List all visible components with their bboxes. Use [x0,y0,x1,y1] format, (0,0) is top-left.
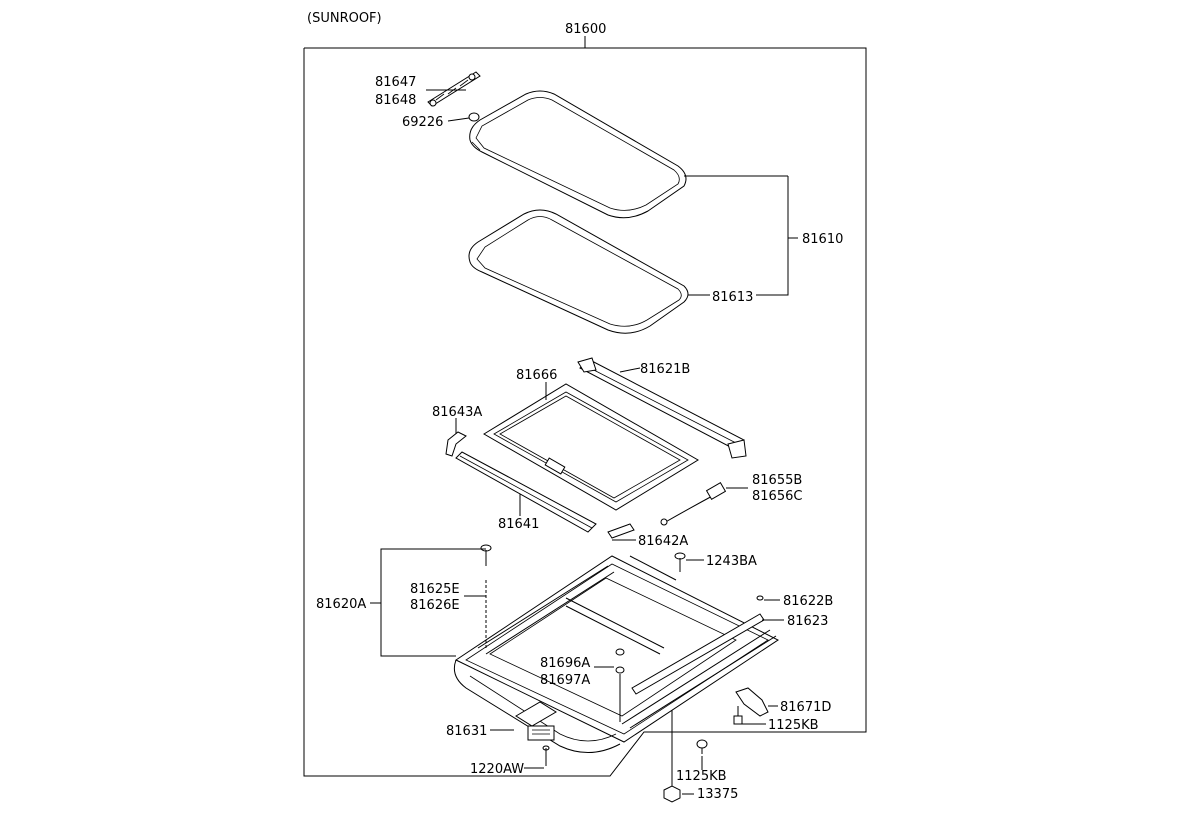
part-label-81613[interactable]: 81613 [712,290,753,305]
guide-cable-81655B [660,481,727,526]
leader-lines-frame [370,548,784,795]
motor-81631 [515,701,557,741]
part-label-81642A[interactable]: 81642A [638,534,688,549]
part-label-81620A[interactable]: 81620A [316,597,366,612]
part-label-81621B[interactable]: 81621B [640,362,690,377]
part-label-81671D[interactable]: 81671D [780,700,831,715]
bolt-81696A [615,648,625,722]
part-label-1125KB-lower[interactable]: 1125KB [676,769,727,784]
part-label-81643A[interactable]: 81643A [432,405,482,420]
part-label-81623[interactable]: 81623 [787,614,828,629]
bolt-1220AW [542,745,550,766]
bracket-81671D [735,687,769,717]
bolt-1243BA [674,552,686,572]
glass-panel [469,90,687,219]
part-label-81656C[interactable]: 81656C [752,489,802,504]
diagram-title: (SUNROOF) [307,11,382,26]
part-label-1125KB-upper[interactable]: 1125KB [768,718,819,733]
part-label-69226[interactable]: 69226 [402,115,443,130]
deflector-81621B [577,357,747,459]
part-label-13375[interactable]: 13375 [697,787,738,802]
sunroof-frame-81620A [453,555,779,754]
part-label-81610[interactable]: 81610 [802,232,843,247]
part-label-81600[interactable]: 81600 [565,22,606,37]
glass-weatherstrip [468,209,689,334]
part-label-81622B[interactable]: 81622B [783,594,833,609]
part-label-81647[interactable]: 81647 [375,75,416,90]
hose-clip-81643A [445,431,467,457]
glass-bracket-81647 [427,71,481,107]
part-label-1243BA[interactable]: 1243BA [706,554,757,569]
part-label-81631[interactable]: 81631 [446,724,487,739]
part-label-81626E[interactable]: 81626E [410,598,460,613]
hose-clip-81642A [607,523,635,539]
part-label-81648[interactable]: 81648 [375,93,416,108]
part-label-81641[interactable]: 81641 [498,517,539,532]
bolt-1125KB-lower [696,739,708,754]
part-label-81697A[interactable]: 81697A [540,673,590,688]
part-label-1220AW[interactable]: 1220AW [470,762,524,777]
part-label-81625E[interactable]: 81625E [410,582,460,597]
sunshade-81666 [483,383,699,511]
leader-lines-sunshade [455,367,748,541]
part-label-81696A[interactable]: 81696A [540,656,590,671]
clip-69226 [447,112,480,122]
leader-lines-glass [426,89,798,296]
assembly-boundary [303,36,867,777]
drain-hose-81641 [455,451,597,533]
clip-81622B [756,595,764,601]
nut-13375 [663,785,681,803]
part-label-81666[interactable]: 81666 [516,368,557,383]
part-label-81655B[interactable]: 81655B [752,473,802,488]
bolt-1125KB-upper [733,706,743,725]
